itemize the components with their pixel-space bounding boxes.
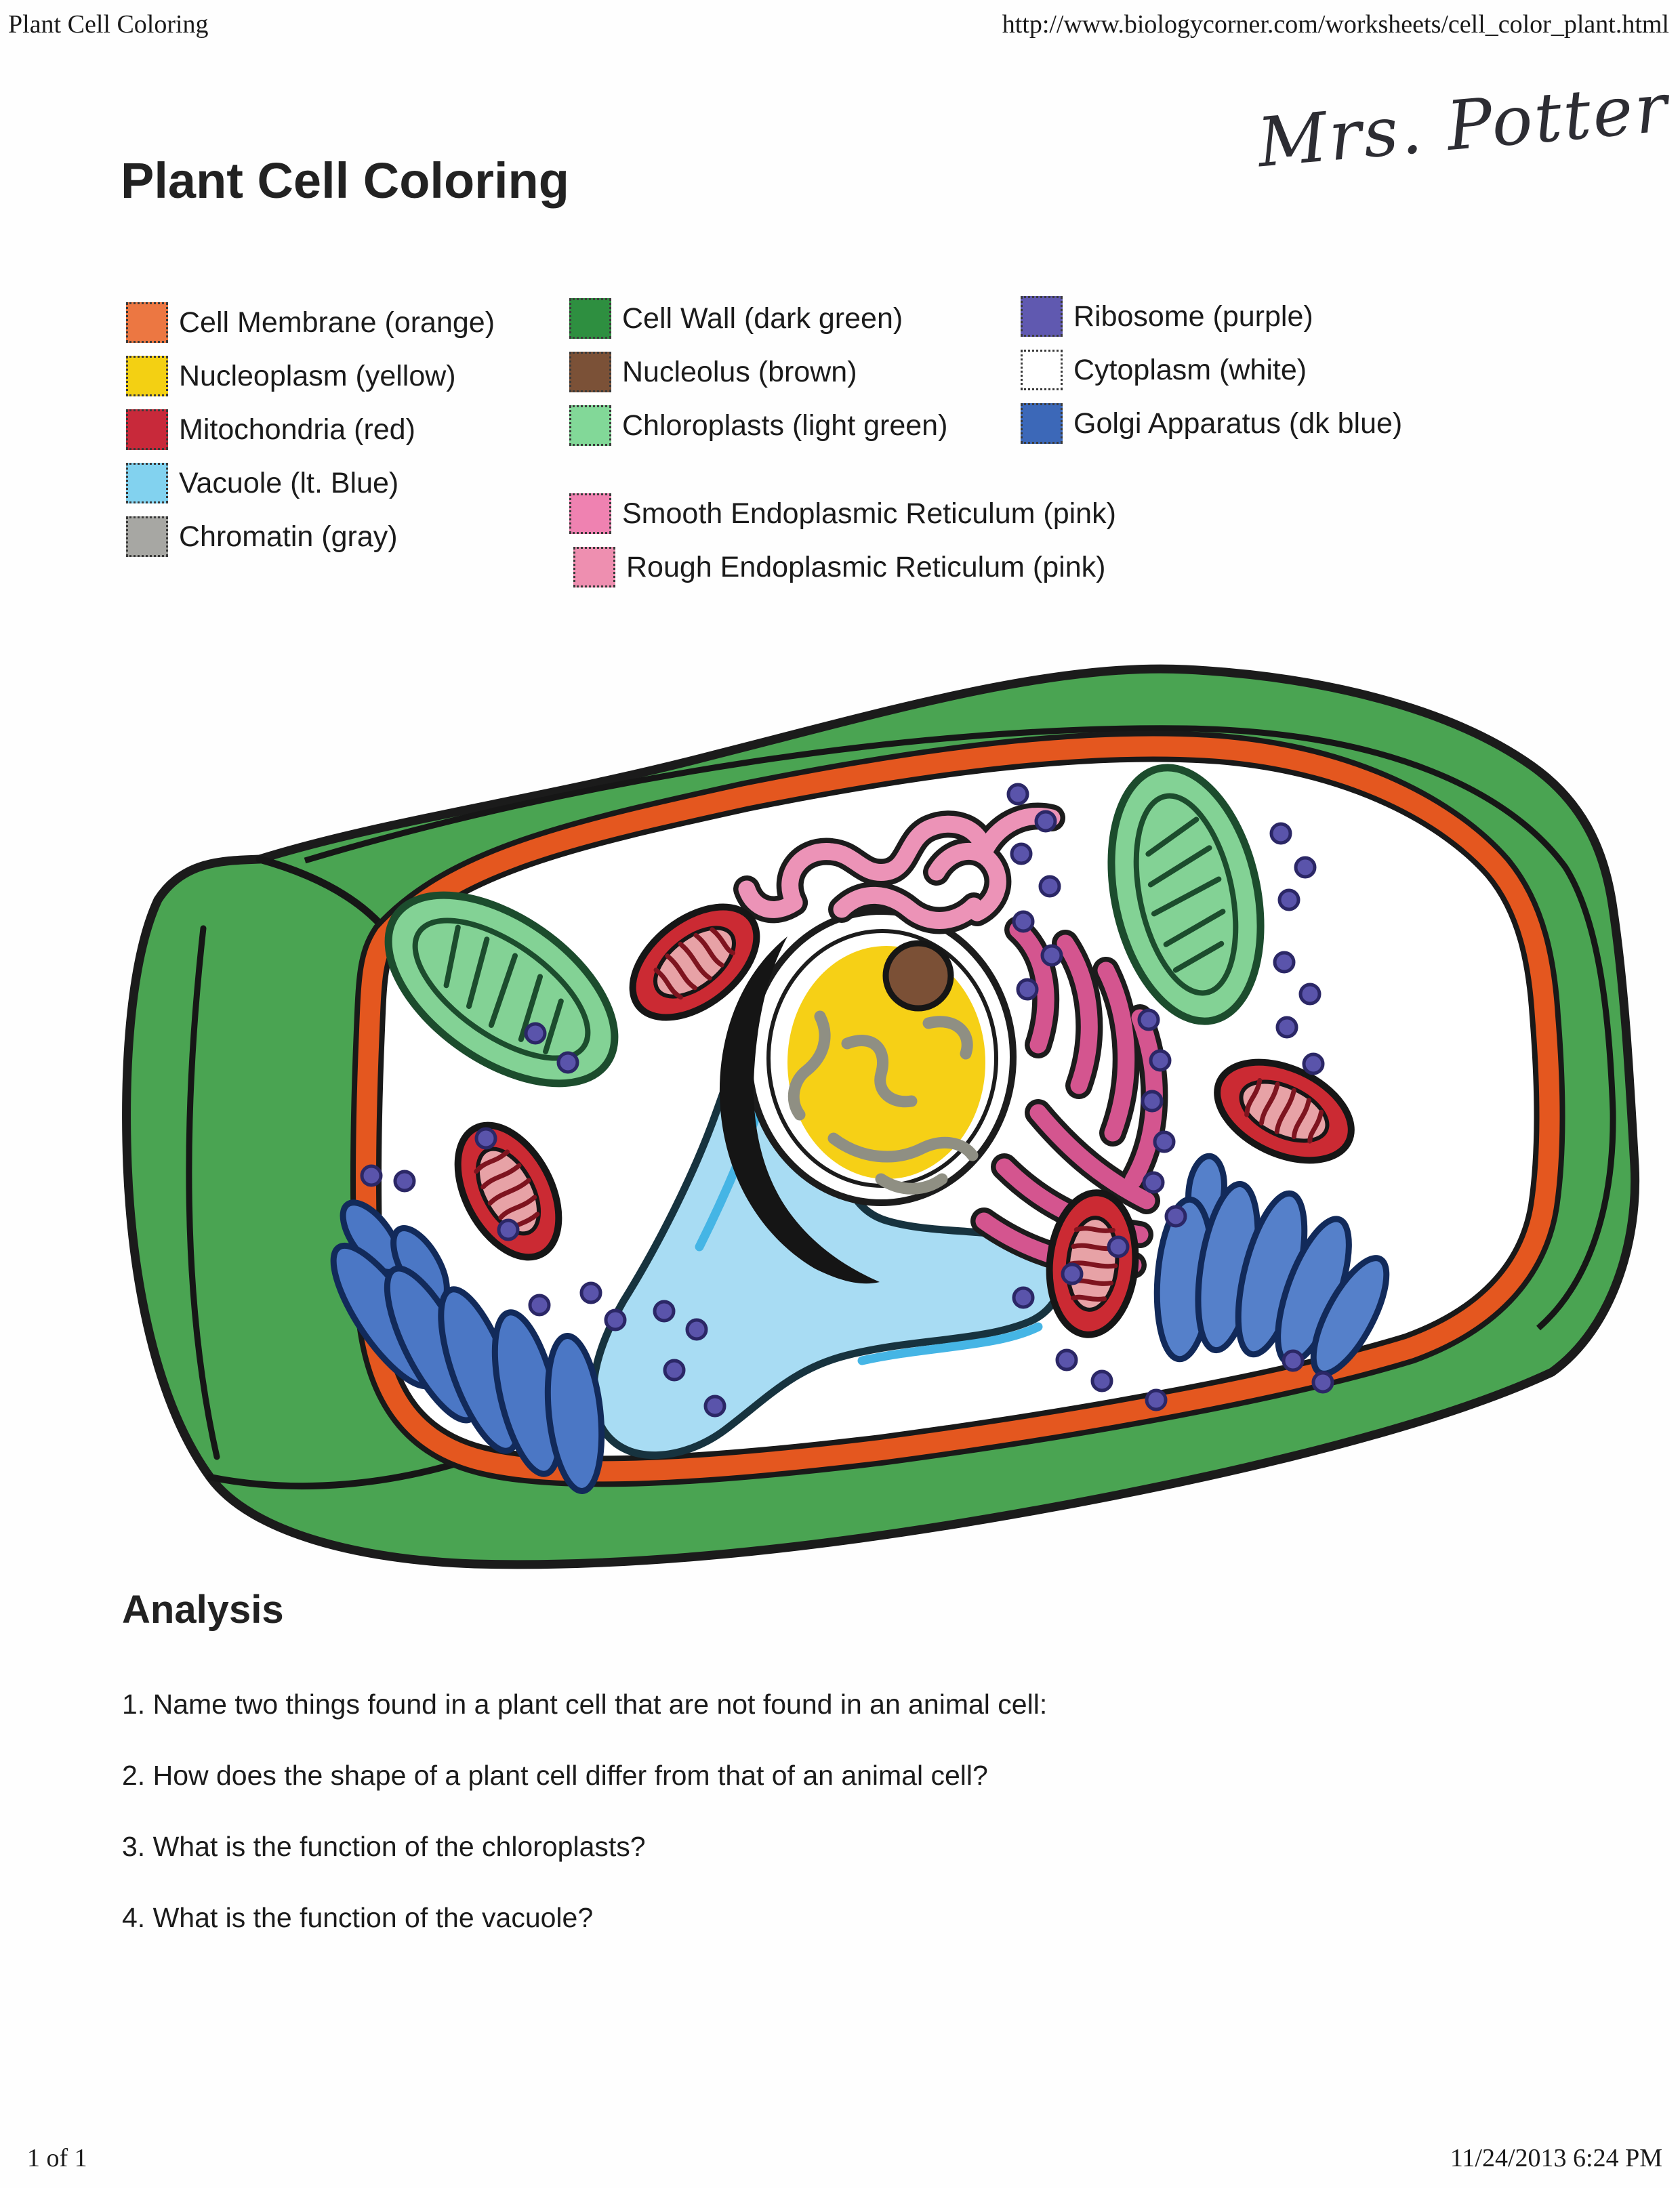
color-swatch-dark-green [569,298,611,339]
color-swatch-red [126,409,168,450]
analysis-question-4: 4. What is the function of the vacuole? [122,1902,594,1933]
legend-item-cytoplasm: Cytoplasm (white) [1021,350,1307,390]
color-swatch-yellow [126,356,168,396]
legend-label: Chloroplasts (light green) [622,409,948,442]
handwritten-name: Mrs. Potter [1254,67,1673,183]
legend-label: Cell Membrane (orange) [179,306,495,339]
legend-label: Cell Wall (dark green) [622,302,903,335]
color-swatch-light-green [569,405,611,446]
legend-item-cell-membrane: Cell Membrane (orange) [126,302,495,343]
legend-item-chloroplasts: Chloroplasts (light green) [569,405,947,446]
color-swatch-pink [573,547,615,587]
print-footer-timestamp: 11/24/2013 6:24 PM [1450,2144,1662,2172]
page-title: Plant Cell Coloring [121,152,569,209]
legend-item-ribosome: Ribosome (purple) [1021,296,1313,337]
print-header-url: http://www.biologycorner.com/worksheets/… [1002,10,1669,39]
legend-label: Golgi Apparatus (dk blue) [1073,407,1403,440]
legend-label: Ribosome (purple) [1073,300,1313,333]
legend-item-cell-wall: Cell Wall (dark green) [569,298,903,339]
analysis-question-3: 3. What is the function of the chloropla… [122,1831,646,1862]
analysis-question-2: 2. How does the shape of a plant cell di… [122,1760,988,1791]
golgi-apparatus [1153,1153,1390,1377]
color-swatch-white [1021,350,1063,390]
legend-item-vacuole: Vacuole (lt. Blue) [126,463,398,503]
color-swatch-dark-blue [1021,403,1063,444]
legend-label: Chromatin (gray) [179,520,398,553]
legend-item-nucleolus: Nucleolus (brown) [569,352,857,392]
legend-label: Mitochondria (red) [179,413,415,446]
smooth-endoplasmic-reticulum [733,802,1065,934]
nucleolus [882,940,954,1012]
legend-label: Nucleolus (brown) [622,355,857,388]
chromatin [787,1010,979,1195]
legend-label: Rough Endoplasmic Reticulum (pink) [626,550,1106,583]
vacuole-shading [857,1322,1043,1365]
cell-wall-inner-line [304,725,1616,1331]
legend-item-rough-er: Rough Endoplasmic Reticulum (pink) [573,547,1105,587]
legend-item-mitochondria: Mitochondria (red) [126,409,415,450]
analysis-heading: Analysis [122,1588,284,1632]
legend-label: Smooth Endoplasmic Reticulum (pink) [622,497,1116,530]
print-header-title: Plant Cell Coloring [8,10,209,39]
print-footer-page-number: 1 of 1 [27,2144,87,2172]
nucleus-shadow [719,936,880,1284]
legend-item-smooth-er: Smooth Endoplasmic Reticulum (pink) [569,493,1116,534]
legend-item-nucleoplasm: Nucleoplasm (yellow) [126,356,456,396]
legend-item-golgi: Golgi Apparatus (dk blue) [1021,403,1402,444]
color-swatch-light-blue [126,463,168,503]
color-swatch-purple [1021,296,1063,337]
legend-label: Nucleoplasm (yellow) [179,359,456,392]
cell-wall-face-crease [186,925,220,1460]
color-swatch-gray [126,516,168,557]
analysis-question-1: 1. Name two things found in a plant cell… [122,1689,1048,1720]
color-swatch-orange [126,302,168,343]
cell-wall-bevel-bottom [207,1453,481,1490]
nucleus [719,908,1017,1284]
legend-item-chromatin: Chromatin (gray) [126,516,398,557]
color-swatch-brown [569,352,611,392]
legend-label: Vacuole (lt. Blue) [179,466,399,499]
color-swatch-pink [569,493,611,534]
golgi-apparatus [330,1199,605,1494]
legend-label: Cytoplasm (white) [1073,353,1307,386]
plant-cell-diagram [122,664,1640,1569]
